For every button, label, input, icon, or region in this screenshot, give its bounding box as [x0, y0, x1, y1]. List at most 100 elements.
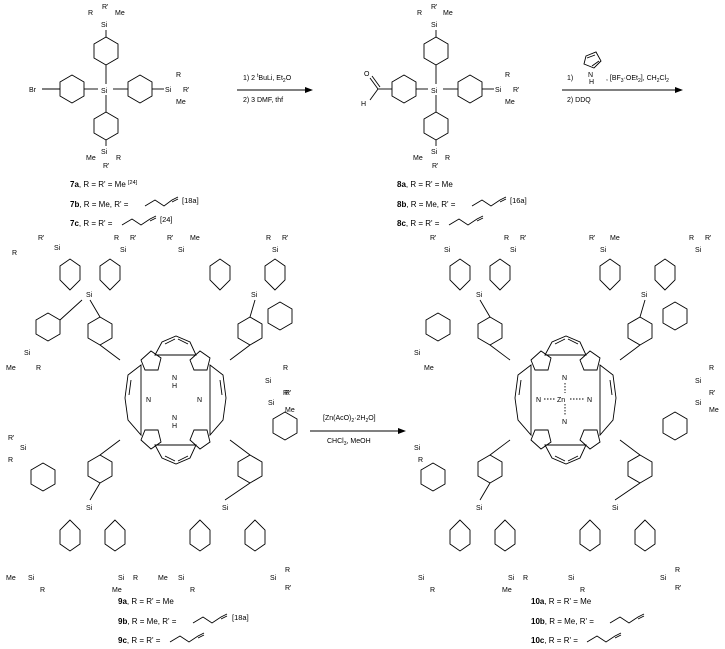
atom-si-bottom-7: Si	[101, 149, 108, 156]
atom-nh-bottom-9: N	[172, 415, 177, 422]
atom-rp-bl-9: R'	[8, 435, 14, 442]
atom-o-8: O	[364, 71, 370, 78]
atom-si-tl2-10: Si	[414, 350, 421, 357]
label-8b: 8b, R = Me, R' =	[397, 200, 456, 209]
ref-7c: [24]	[160, 215, 173, 224]
atom-r-tr-10: R	[709, 365, 714, 372]
atom-rp-br-10: R'	[675, 585, 681, 592]
atom-si-tr3-9: Si	[178, 247, 185, 254]
arm-top-right-9: Si Si R R' Si R' Me Si R R'	[167, 235, 293, 397]
atom-rp-tr-10b: R'	[589, 235, 595, 242]
atom-r-br2-9: R	[285, 567, 290, 574]
atom-si-br2-10: Si	[695, 400, 702, 407]
arm-bottom-right-9: Si Si R' Me Si Me R Si R R'	[158, 390, 298, 594]
atom-r-right-8: R	[505, 72, 510, 79]
atom-r-bl-9: R	[8, 457, 13, 464]
label-9b: 9b, R = Me, R' =	[118, 617, 177, 626]
atom-rp-top-7: R'	[102, 4, 108, 11]
atom-r-tr2-10: R	[689, 235, 694, 242]
atom-si-br-10: Si	[612, 505, 619, 512]
atom-r-tr2-9: R	[266, 235, 271, 242]
atom-r-br-10: R	[580, 587, 585, 594]
atom-si-bl-10: Si	[476, 505, 483, 512]
atom-n-bottom-10: N	[562, 419, 567, 426]
labels-9: 9a, R = R' = Me 9b, R = Me, R' = [18a] 9…	[118, 597, 249, 645]
atom-br-7: Br	[29, 87, 37, 94]
atom-si-right-7: Si	[165, 87, 172, 94]
atom-rp-right-8: R'	[513, 87, 519, 94]
reaction-arrow-1: 1) 2 tBuLi, Et2O 2) 3 DMF, thf	[237, 73, 313, 104]
atom-rp-tr-9: R'	[283, 390, 289, 397]
atom-me-tr-9: Me	[190, 235, 200, 242]
arm-bottom-left-10: Si Si R Si R Si R Me	[414, 445, 528, 594]
compound-8-structure: Si Si R Me R' O H Si R R' Me Si Me R R'	[361, 4, 519, 170]
atom-si-right-8: Si	[495, 87, 502, 94]
atom-zn-10: Zn	[557, 397, 565, 404]
label-7c: 7c, R = R' =	[70, 219, 113, 228]
atom-si-br4-9: Si	[270, 575, 277, 582]
atom-r-bottom-8: R	[445, 155, 450, 162]
atom-si-tr3-10: Si	[600, 247, 607, 254]
arm-top-left-9: Si Si Me R Si R' R Si R R'	[6, 235, 136, 372]
atom-me-bl2-9: Me	[112, 587, 122, 594]
atom-r-bl2-9: R	[133, 575, 138, 582]
condition-1-step2: 2) 3 DMF, thf	[243, 97, 283, 104]
arm-bottom-left-9: Si Si R' R Si Me R Si R Me	[6, 435, 138, 594]
atom-si-bl3-9: Si	[28, 575, 35, 582]
atom-si-tl3-10: Si	[444, 247, 451, 254]
ref-8b: [16a]	[510, 196, 527, 205]
atom-r-bl-10: R	[418, 457, 423, 464]
arm-top-left-10: Si Si Me Si R' Si R R'	[414, 235, 526, 372]
arm-bottom-right-10: Si Si Me Si R Si R R'	[568, 400, 719, 594]
atom-h-8: H	[361, 101, 366, 108]
compound-9-structure: N H N N N H Si Si Me R Si R' R Si R R'	[6, 235, 298, 594]
atom-si-tl-10: Si	[476, 292, 483, 299]
compound-7-structure: Si Si R Me R' Br Si R R' Me Si Me R R'	[29, 4, 189, 170]
atom-si-bl-9: Si	[86, 505, 93, 512]
reaction-arrow-3: [Zn(AcO)2·2H2O] CHCl3, MeOH	[310, 415, 406, 447]
atom-rp-top-8: R'	[431, 4, 437, 11]
atom-rp-br2-9: R'	[285, 585, 291, 592]
atom-me-bl-10: Me	[502, 587, 512, 594]
atom-si-tr4-9: Si	[272, 247, 279, 254]
atom-si-tr4-10: Si	[695, 247, 702, 254]
atom-si-br3-10: Si	[568, 575, 575, 582]
ref-7b: [18a]	[182, 196, 199, 205]
atom-r-tl-9: R	[36, 365, 41, 372]
label-9c: 9c, R = R' =	[118, 636, 161, 645]
atom-r-tl-10: R	[504, 235, 509, 242]
atom-nh-top-9: N	[172, 375, 177, 382]
atom-si-bl4-10: Si	[508, 575, 515, 582]
atom-r-bottom-7: R	[116, 155, 121, 162]
atom-rp-tl2-10: R'	[520, 235, 526, 242]
atom-h-top-9: H	[172, 383, 177, 390]
label-9a: 9a, R = R' = Me	[118, 597, 174, 606]
atom-rp-tr-9b: R'	[167, 235, 173, 242]
atom-r-bl-9: R	[40, 587, 45, 594]
atom-si-br4-10: Si	[660, 575, 667, 582]
atom-me-tl-10: Me	[424, 365, 434, 372]
atom-si-tr-10: Si	[641, 292, 648, 299]
atom-r-bl2-10: R	[430, 587, 435, 594]
atom-rp-tl2-9: R'	[130, 235, 136, 242]
label-7a: 7a, R = R' = Me [24]	[70, 180, 138, 189]
atom-rp-tr-10: R'	[709, 390, 715, 397]
atom-r-br-9: R	[190, 587, 195, 594]
atom-si-center-8: Si	[431, 88, 438, 95]
atom-si-br3-9: Si	[178, 575, 185, 582]
atom-si-tr2-9: Si	[265, 378, 272, 385]
atom-me-tl-9: Me	[6, 365, 16, 372]
labels-7: 7a, R = R' = Me [24] 7b, R = Me, R' = [1…	[70, 180, 199, 228]
label-10b: 10b, R = Me, R' =	[531, 617, 594, 626]
atom-me-top-7: Me	[115, 10, 125, 17]
atom-me-br-9: Me	[285, 407, 295, 414]
atom-n-right-10: N	[587, 397, 592, 404]
atom-si-br2-9: Si	[268, 400, 275, 407]
atom-rp-tr2-10: R'	[705, 235, 711, 242]
atom-si-tl2-9: Si	[24, 350, 31, 357]
condition-2-step1-num: 1)	[567, 75, 573, 82]
atom-rp-br-9: R'	[285, 390, 291, 397]
atom-me-br-9b: Me	[158, 575, 168, 582]
pyrrole-n: N	[588, 72, 593, 79]
